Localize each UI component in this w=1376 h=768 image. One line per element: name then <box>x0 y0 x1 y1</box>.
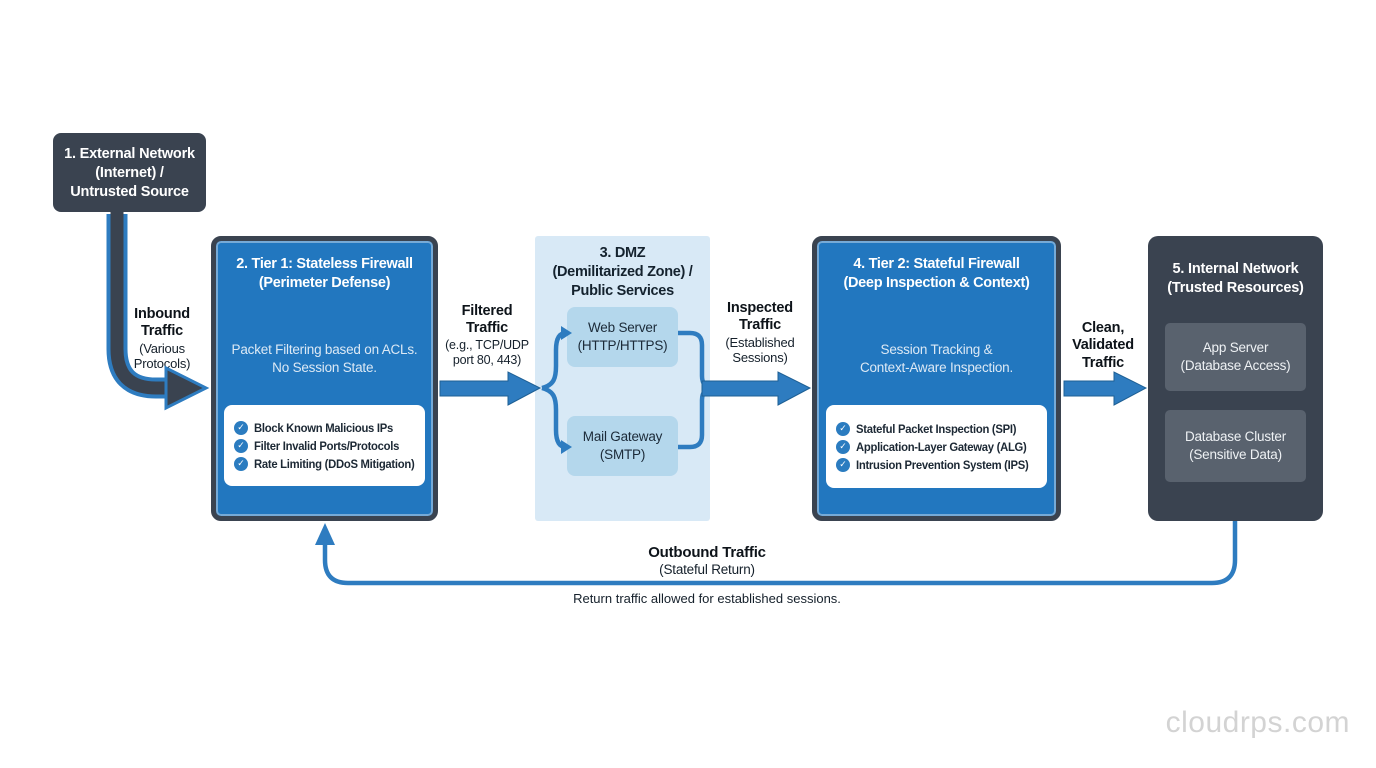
checklist-item: Block Known Malicious IPs <box>234 420 419 435</box>
edge-label-inspected: Inspected Traffic (Established Sessions) <box>710 300 810 366</box>
checklist-item: Intrusion Prevention System (IPS) <box>836 457 1041 472</box>
edge-label-clean-validated: Clean, Validated Traffic <box>1058 320 1148 372</box>
inbound-label: Inbound Traffic <box>134 306 190 340</box>
internal-app-server: App Server (Database Access) <box>1165 323 1306 391</box>
tier1-checklist: Block Known Malicious IPs Filter Invalid… <box>224 405 425 486</box>
checklist-item-label: Filter Invalid Ports/Protocols <box>254 438 400 453</box>
clean-label: Clean, Validated Traffic <box>1072 320 1134 371</box>
checklist-item-label: Application-Layer Gateway (ALG) <box>856 439 1027 454</box>
internal-database-cluster: Database Cluster (Sensitive Data) <box>1165 410 1306 482</box>
tier2-subtitle: Session Tracking & Context-Aware Inspect… <box>859 342 1014 375</box>
check-icon <box>836 421 850 436</box>
tier1-title: 2. Tier 1: Stateless Firewall (Perimeter… <box>236 256 413 291</box>
inspected-label: Inspected Traffic <box>727 300 793 334</box>
inbound-sublabel: (Various Protocols) <box>133 340 191 372</box>
node-tier1-stateless-firewall: 2. Tier 1: Stateless Firewall (Perimeter… <box>211 236 438 521</box>
edge-label-filtered: Filtered Traffic (e.g., TCP/UDP port 80,… <box>437 303 537 368</box>
checklist-item-label: Block Known Malicious IPs <box>254 420 394 435</box>
checklist-item: Filter Invalid Ports/Protocols <box>234 438 419 453</box>
tier1-subtitle: Packet Filtering based on ACLs. No Sessi… <box>231 342 418 375</box>
check-icon <box>234 438 248 453</box>
outbound-sublabel: (Stateful Return) <box>659 562 755 577</box>
outbound-return-arrowhead <box>315 523 335 545</box>
check-icon <box>836 439 850 454</box>
check-icon <box>234 420 248 435</box>
tier2-checklist: Stateful Packet Inspection (SPI) Applica… <box>826 405 1047 488</box>
watermark: cloudrps.com <box>1165 706 1350 739</box>
edge-label-inbound: Inbound Traffic (Various Protocols) <box>116 306 208 372</box>
node-external-network: 1. External Network (Internet) / Untrust… <box>53 133 206 212</box>
checklist-item-label: Stateful Packet Inspection (SPI) <box>856 421 1017 436</box>
checklist-item: Rate Limiting (DDoS Mitigation) <box>234 456 419 471</box>
filtered-traffic-arrow <box>439 371 542 406</box>
filtered-label: Filtered Traffic <box>461 303 513 337</box>
dmz-mail-gateway: Mail Gateway (SMTP) <box>567 416 678 476</box>
node-internal-network: 5. Internal Network (Trusted Resources) … <box>1148 236 1323 521</box>
node-dmz: 3. DMZ (Demilitarized Zone) / Public Ser… <box>535 236 710 521</box>
check-icon <box>836 457 850 472</box>
checklist-item: Application-Layer Gateway (ALG) <box>836 439 1041 454</box>
checklist-item-label: Intrusion Prevention System (IPS) <box>856 457 1029 472</box>
inspected-sublabel: (Established Sessions) <box>725 334 795 366</box>
clean-traffic-arrow <box>1063 371 1148 406</box>
inspected-traffic-arrow <box>701 371 812 406</box>
dmz-web-server: Web Server (HTTP/HTTPS) <box>567 307 678 367</box>
checklist-item: Stateful Packet Inspection (SPI) <box>836 421 1041 436</box>
inbound-arrowhead <box>164 365 210 411</box>
external-network-title: 1. External Network (Internet) / Untrust… <box>64 146 195 200</box>
checklist-item-label: Rate Limiting (DDoS Mitigation) <box>254 456 415 471</box>
return-traffic-note: Return traffic allowed for established s… <box>573 591 841 606</box>
edge-label-outbound: Outbound Traffic (Stateful Return) <box>607 544 807 578</box>
internal-network-title: 5. Internal Network (Trusted Resources) <box>1167 261 1304 296</box>
node-tier2-stateful-firewall: 4. Tier 2: Stateful Firewall (Deep Inspe… <box>812 236 1061 521</box>
check-icon <box>234 456 248 471</box>
tier2-title: 4. Tier 2: Stateful Firewall (Deep Inspe… <box>843 256 1030 291</box>
filtered-sublabel: (e.g., TCP/UDP port 80, 443) <box>445 337 529 367</box>
dmz-title: 3. DMZ (Demilitarized Zone) / Public Ser… <box>552 245 693 299</box>
outbound-label: Outbound Traffic <box>648 544 766 561</box>
